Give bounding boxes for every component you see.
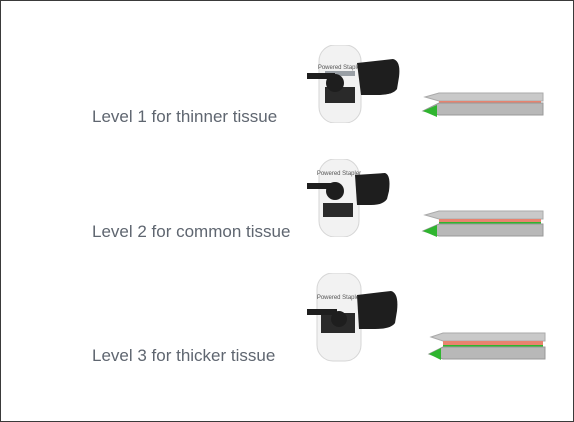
stapler-jaw-icon bbox=[427, 332, 546, 360]
device-label-1: Powered Stapler bbox=[318, 65, 362, 71]
device-label-3: Powered Stapler bbox=[317, 295, 361, 301]
level-3-label: Level 3 for thicker tissue bbox=[92, 346, 276, 365]
stapler-handle-icon: Powered Stapler bbox=[307, 45, 400, 123]
device-label-2: Powered Stapler bbox=[317, 171, 361, 177]
stapler-handle-icon: Powered Stapler bbox=[307, 273, 398, 362]
stapler-jaw-icon bbox=[421, 92, 544, 117]
level-2-label: Level 2 for common tissue bbox=[92, 222, 291, 241]
level-1-label: Level 1 for thinner tissue bbox=[92, 107, 278, 126]
stapler-handle-icon: Powered Stapler bbox=[307, 159, 390, 237]
stapler-jaw-icon bbox=[421, 210, 544, 237]
